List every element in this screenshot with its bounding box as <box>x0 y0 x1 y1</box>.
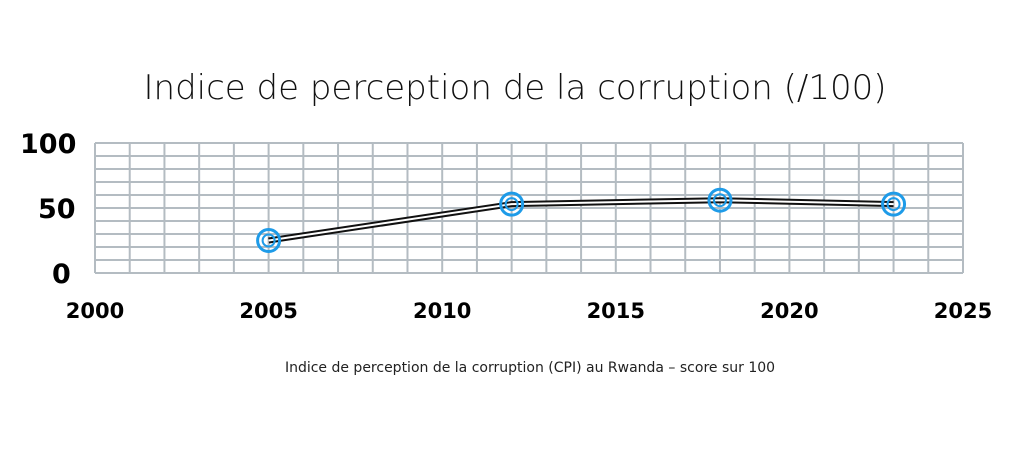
data-point-inner-ring <box>504 197 519 212</box>
chart-caption: Indice de perception de la corruption (C… <box>284 360 776 376</box>
x-tick-label: 2015 <box>587 299 645 323</box>
data-point-outer-ring <box>707 187 733 213</box>
data-point-inner-ring <box>886 197 901 212</box>
data-point-outer-ring <box>881 191 907 217</box>
data-point-inner-ring <box>712 193 727 208</box>
x-tick-label: 2000 <box>66 299 124 323</box>
x-tick-label: 2025 <box>934 299 992 323</box>
y-tick-label: 100 <box>20 129 76 160</box>
data-point-outer-ring <box>256 228 282 253</box>
x-tick-label: 2010 <box>413 299 471 323</box>
y-tick-label: 50 <box>38 194 76 225</box>
data-point-inner-ring <box>261 233 276 248</box>
y-tick-label: 0 <box>52 259 71 290</box>
data-point-outer-ring <box>499 191 525 217</box>
chart-title: Indice de perception de la corruption (/… <box>143 68 887 108</box>
x-tick-label: 2005 <box>239 299 297 323</box>
x-tick-label: 2020 <box>760 299 818 323</box>
series-line <box>268 199 894 242</box>
